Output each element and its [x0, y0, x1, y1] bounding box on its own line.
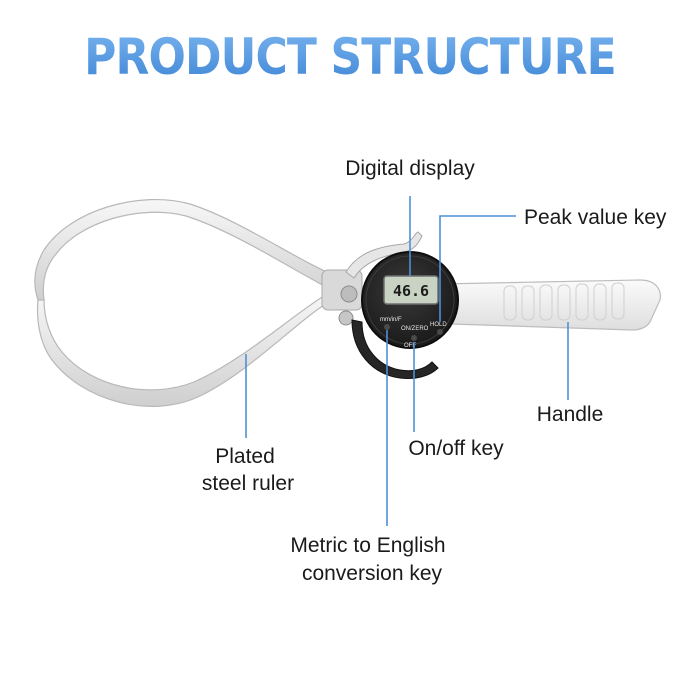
metric-key-button[interactable] [384, 324, 390, 330]
leader-lines [245, 196, 569, 526]
lever-arm [345, 231, 423, 279]
handle [439, 279, 661, 331]
label-digital-display: Digital display [345, 157, 475, 180]
label-plated-line1: Plated [215, 445, 275, 468]
label-plated-line2: steel ruler [202, 472, 294, 495]
plated-steel-ruler [34, 198, 363, 407]
metric-key-label: mm/in/F [380, 317, 402, 323]
lcd-reading: 46.6 [393, 282, 429, 300]
onoff-key-button[interactable] [411, 335, 417, 341]
label-onoff-key: On/off key [408, 437, 504, 460]
arc-guard [351, 319, 439, 379]
page-title: PRODUCT STRUCTURE [42, 28, 658, 86]
on-zero-key-label: ON/ZERO [401, 326, 429, 332]
label-metric-line2: conversion key [302, 562, 443, 585]
label-peak-value-key: Peak value key [524, 206, 667, 229]
label-metric-line1: Metric to English [290, 534, 445, 557]
hold-key-button[interactable] [437, 329, 443, 335]
leader-peak-value-key [439, 215, 516, 322]
hold-key-label: HOLD [430, 322, 447, 328]
off-key-label: OFF [404, 343, 416, 349]
label-handle: Handle [537, 403, 604, 426]
lcd-screen [383, 275, 439, 305]
